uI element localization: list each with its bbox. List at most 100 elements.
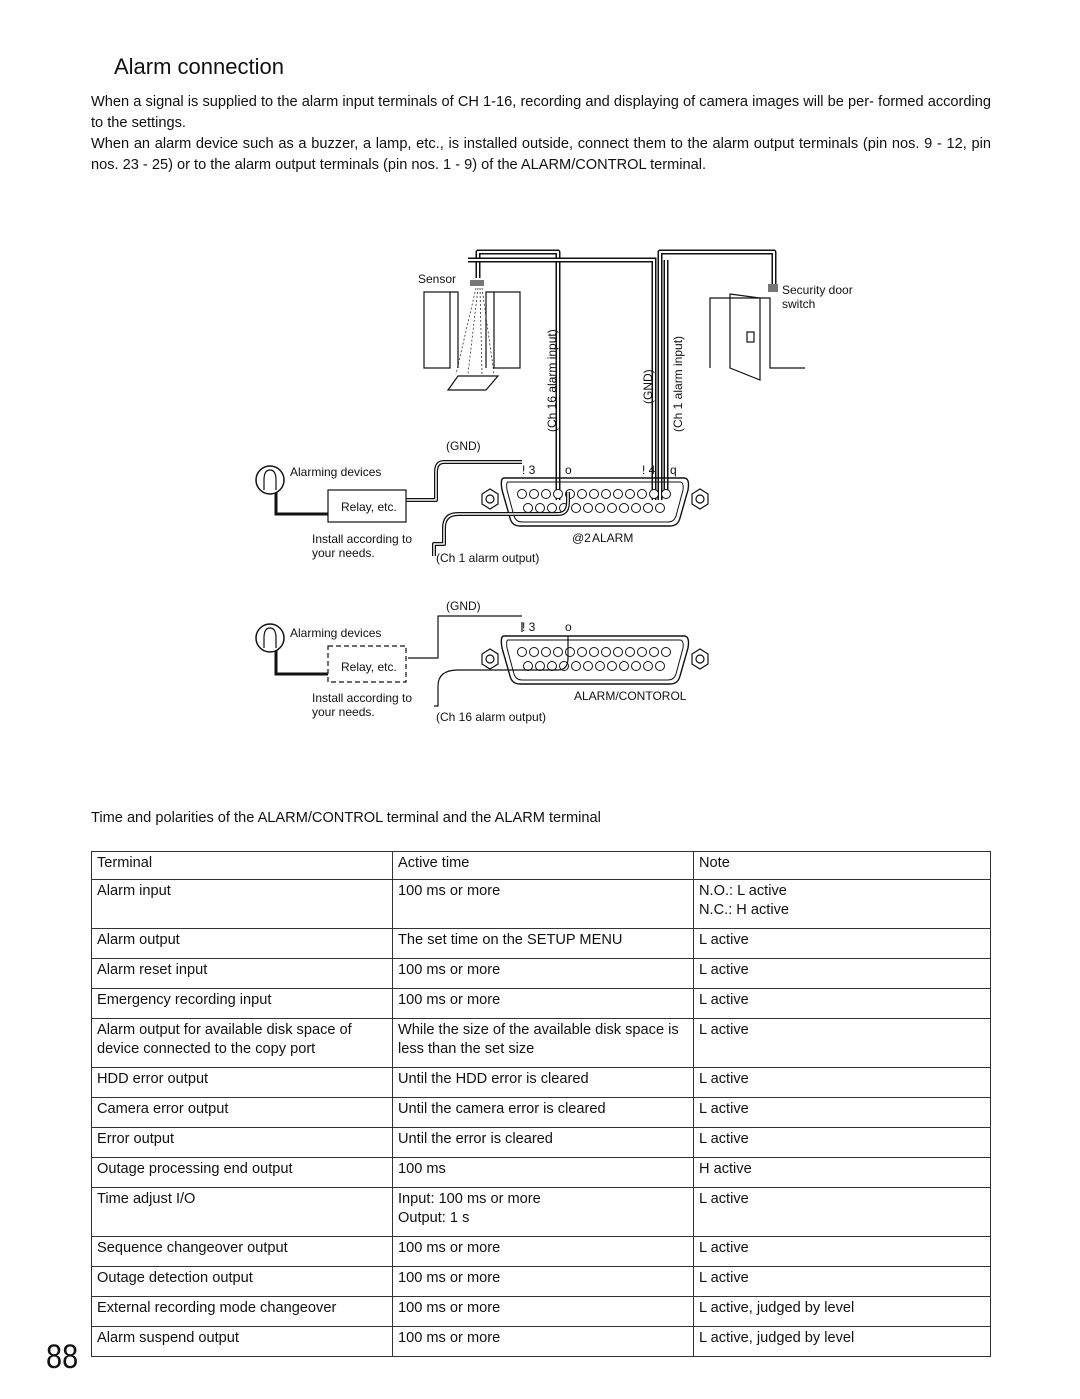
upper-lamp-icon (255, 465, 285, 495)
connector-pin (613, 647, 623, 657)
table-cell: L active, judged by level (693, 1326, 991, 1357)
connector-pin (649, 489, 659, 499)
table-cell: 100 ms (392, 1157, 694, 1188)
table-cell: L active (693, 1097, 991, 1128)
table-cell: HDD error output (91, 1067, 393, 1098)
connector-pin (523, 503, 533, 513)
table-cell: Alarm output for available disk space of… (91, 1018, 393, 1068)
table-caption: Time and polarities of the ALARM/CONTROL… (91, 810, 601, 826)
table-cell: Emergency recording input (91, 988, 393, 1019)
table-cell: Alarm suspend output (91, 1326, 393, 1357)
table-cell: 100 ms or more (392, 879, 694, 929)
intro-paragraph-1: When a signal is supplied to the alarm i… (91, 94, 991, 131)
table-cell: L active (693, 1187, 991, 1237)
connector-pin (601, 489, 611, 499)
upper-relay-label: Relay, etc. (341, 500, 397, 514)
lower-relay-label: Relay, etc. (341, 660, 397, 674)
connector-pin (631, 661, 641, 671)
connector-pin (607, 503, 617, 513)
alarm-connector-mark: @2 (572, 531, 591, 545)
connector-pin (637, 489, 647, 499)
connector-pin (535, 503, 545, 513)
sensor-icon (470, 280, 484, 286)
alarm-connector-label: ALARM (592, 531, 633, 545)
connector-pin (559, 661, 569, 671)
connector-pin (541, 647, 551, 657)
connector-pin (595, 661, 605, 671)
connector-pin (565, 647, 575, 657)
door-switch-icon (768, 284, 778, 292)
alarm-control-connector-label: ALARM/CONTOROL (574, 689, 687, 703)
table-cell: L active (693, 1018, 991, 1068)
connector-pin (643, 503, 653, 513)
connector-pin (661, 489, 671, 499)
connector-pin (637, 647, 647, 657)
table-cell: External recording mode changeover (91, 1296, 393, 1327)
connector-pin (571, 503, 581, 513)
upper-pin-label-left: ! 3 (522, 463, 536, 477)
gnd-vertical-label: (GND) (641, 369, 655, 404)
upper-output-label: (Ch 1 alarm output) (436, 551, 539, 565)
connector-pin (589, 489, 599, 499)
table-cell: 100 ms or more (392, 988, 694, 1019)
table-cell: 100 ms or more (392, 958, 694, 989)
connector-pin (553, 647, 563, 657)
ch16-alarm-input-label: (Ch 16 alarm input) (545, 329, 559, 432)
connector-pin (619, 661, 629, 671)
connector-pin (541, 489, 551, 499)
connector-pin (577, 647, 587, 657)
table-header-cell: Note (693, 851, 991, 880)
table-row: Alarm output for available disk space of… (91, 1018, 991, 1068)
table-cell: 100 ms or more (392, 1236, 694, 1267)
connector-pin (517, 647, 527, 657)
page-number: 88 (46, 1338, 79, 1376)
table-header-cell: Terminal (91, 851, 393, 880)
table-cell: L active (693, 1266, 991, 1297)
connector-pin (625, 647, 635, 657)
table-cell: Sequence changeover output (91, 1236, 393, 1267)
connector-pin (661, 647, 671, 657)
alarm-connector (481, 477, 709, 527)
upper-install-label-1: Install according to (312, 532, 412, 546)
connector-pin (529, 647, 539, 657)
table-cell: Alarm output (91, 928, 393, 959)
connector-pin (613, 489, 623, 499)
table-cell: 100 ms or more (392, 1266, 694, 1297)
connector-pin (631, 503, 641, 513)
connector-pin (583, 503, 593, 513)
connector-pin (619, 503, 629, 513)
connector-pin (571, 661, 581, 671)
connector-pin (655, 661, 665, 671)
connector-pin (547, 503, 557, 513)
lower-alarming-label: Alarming devices (290, 626, 381, 640)
connector-pin (577, 489, 587, 499)
connector-pin (529, 489, 539, 499)
table-cell: Time adjust I/O (91, 1187, 393, 1237)
upper-pin-label-q: q (670, 463, 677, 477)
table-cell: L active (693, 1067, 991, 1098)
connector-pin (583, 661, 593, 671)
upper-alarming-label: Alarming devices (290, 465, 381, 479)
table-cell: Error output (91, 1127, 393, 1158)
connector-pin (643, 661, 653, 671)
connector-pin (607, 661, 617, 671)
table-cell: Alarm reset input (91, 958, 393, 989)
table-cell: Alarm input (91, 879, 393, 929)
table-cell: Input: 100 ms or more Output: 1 s (392, 1187, 694, 1237)
upper-gnd-label: (GND) (446, 439, 481, 453)
connector-pin (547, 661, 557, 671)
connector-pin (523, 661, 533, 671)
lower-pin-label-left: ! 3 (522, 620, 536, 634)
